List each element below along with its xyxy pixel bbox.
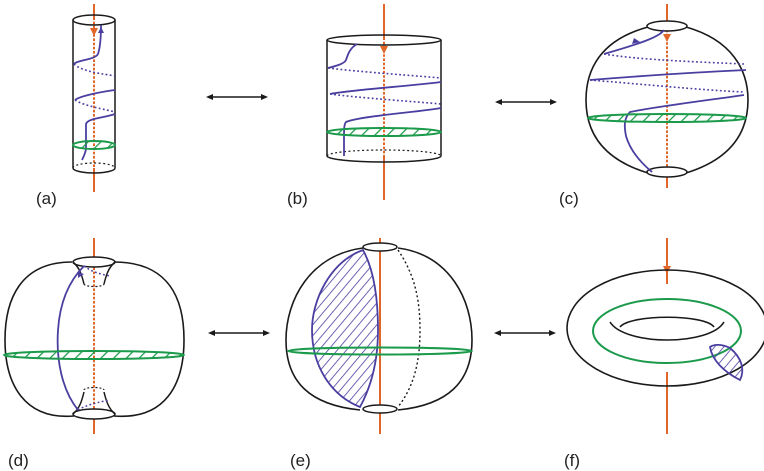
axis-arrow-icon [90,28,98,36]
meridian-disk [326,127,442,137]
bottom-neck-rim [83,386,105,391]
curve-arrow-icon [78,272,84,278]
bottom-neck [72,391,116,415]
helix-back [327,67,442,105]
meridian-disk [587,113,747,123]
cylinder-bottom-front [72,167,116,174]
meridian-disk [3,350,185,360]
top-hole [72,256,116,268]
cylinder-bottom-front [326,155,442,163]
helix-back [73,63,116,113]
bottom-hole [646,166,688,178]
axis-arrow-icon [380,46,388,54]
hatched-meridian-disk [311,248,379,409]
panel-d: (d) [3,238,185,470]
helix-back [589,53,745,93]
ball-outline [585,26,749,174]
meridian-curve [56,265,85,411]
panel-a: (a) [36,4,116,208]
cylinder-bottom-back [326,149,442,157]
equivalence-arrow [206,94,268,100]
helix-front [73,24,116,161]
panel-c: (c) [559,4,749,208]
panel-label: (e) [290,451,311,470]
cylinder-bottom-back [72,162,116,169]
ball-outline [285,247,473,411]
equivalence-arrow [495,99,557,105]
bottom-hole [362,404,398,414]
panel-label: (a) [36,189,57,208]
back-meridian [397,249,421,408]
equivalence-arrow [208,330,270,336]
curve-arrow-icon [98,27,104,33]
equivalence-arrow [494,330,556,336]
axis-arrow-icon [663,34,671,42]
panel-e: (e) [285,238,473,470]
top-hole [646,20,688,32]
bottom-hole [72,408,116,420]
panel-b: (b) [287,4,442,208]
torus-hole-upper [619,316,715,328]
panel-f: (f) [564,238,764,470]
top-neck [72,261,116,285]
hatched-meridian-disk [709,343,744,382]
panel-label: (c) [559,189,579,208]
torus-outer [566,269,764,387]
panel-label: (b) [287,189,308,208]
top-hole [362,242,398,252]
ball-outline [4,261,185,418]
meridian-disk [287,346,473,356]
torus-hole-lower [609,321,725,341]
top-neck-rim [83,283,105,288]
meridian-disk [72,140,116,150]
meridian-curve-back [77,265,111,411]
panel-label: (d) [8,451,29,470]
panel-label: (f) [564,451,580,470]
core-circle [592,298,742,364]
curve-arrow-icon [632,38,640,44]
